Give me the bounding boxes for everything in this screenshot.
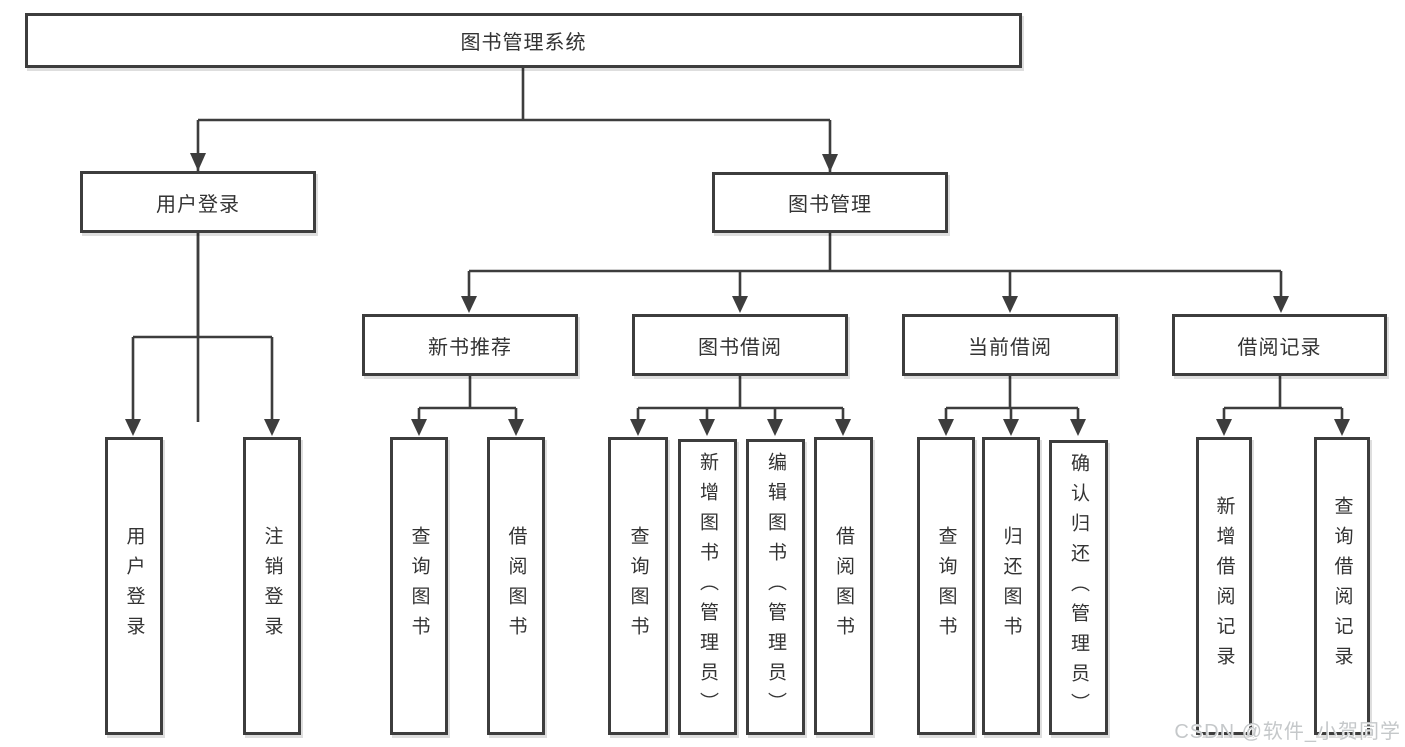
leaf-user-login: 用户登录 (105, 437, 163, 735)
node-current-borrowing: 当前借阅 (902, 314, 1118, 376)
leaf-current-query-books: 查询图书 (917, 437, 975, 735)
arrowheads (125, 153, 1350, 436)
node-book-management: 图书管理 (712, 172, 948, 233)
node-current-borrowing-label: 当前借阅 (968, 336, 1052, 359)
node-book-borrowing-label: 图书借阅 (698, 336, 782, 359)
leaf-borrowing-query-books: 查询图书 (608, 437, 668, 735)
node-user-login-label: 用户登录 (156, 193, 240, 216)
leaf-current-confirm-return-admin: 确认归还（管理员） (1049, 440, 1108, 735)
node-borrowing-records-label: 借阅记录 (1237, 336, 1322, 359)
leaf-borrowing-edit-books-admin: 编辑图书（管理员） (746, 439, 805, 735)
leaf-newbook-borrow-books: 借阅图书 (487, 437, 545, 735)
leaf-records-add-record: 新增借阅记录 (1196, 437, 1252, 735)
tree-edges (131, 68, 1344, 422)
node-borrowing-records: 借阅记录 (1172, 314, 1387, 376)
csdn-watermark: CSDN @软件_小贺同学 (1174, 721, 1401, 743)
node-book-borrowing: 图书借阅 (632, 314, 848, 376)
node-user-login: 用户登录 (80, 171, 316, 233)
leaf-records-query-record: 查询借阅记录 (1314, 437, 1370, 735)
node-root: 图书管理系统 (25, 13, 1022, 68)
leaf-borrowing-borrow-books: 借阅图书 (814, 437, 873, 735)
leaf-current-return-books: 归还图书 (982, 437, 1040, 735)
leaf-borrowing-add-books-admin: 新增图书（管理员） (678, 439, 737, 735)
node-root-label: 图书管理系统 (460, 32, 587, 54)
leaf-newbook-query-books: 查询图书 (390, 437, 448, 735)
node-book-management-label: 图书管理 (788, 194, 872, 216)
node-new-book-recommendation: 新书推荐 (362, 314, 578, 376)
leaf-logout: 注销登录 (243, 437, 301, 735)
node-new-book-recommendation-label: 新书推荐 (428, 336, 512, 359)
